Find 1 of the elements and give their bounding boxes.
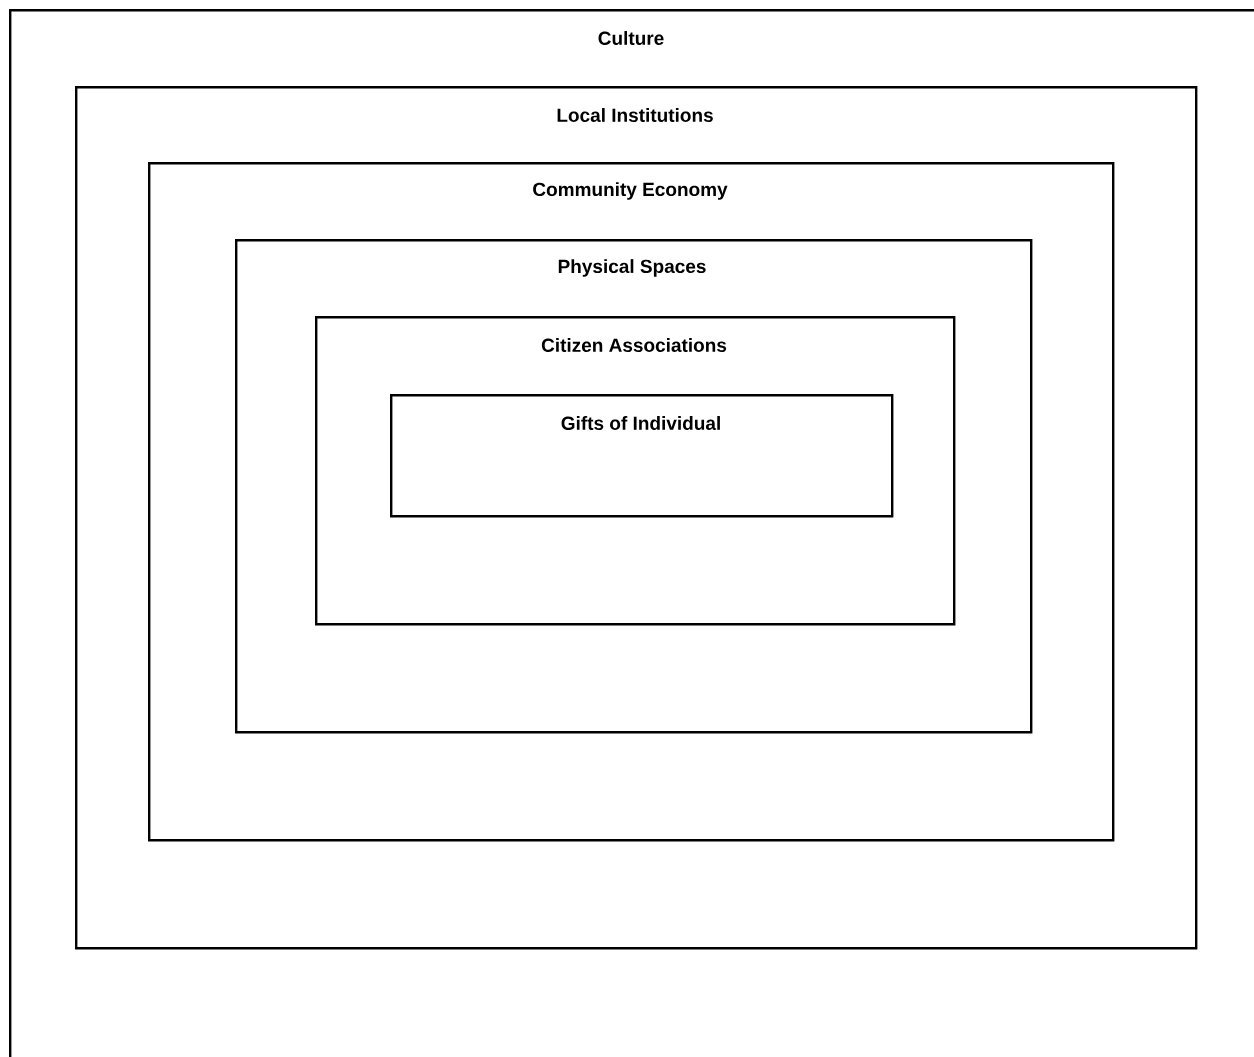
nested-box: Gifts of Individual [390,394,894,518]
